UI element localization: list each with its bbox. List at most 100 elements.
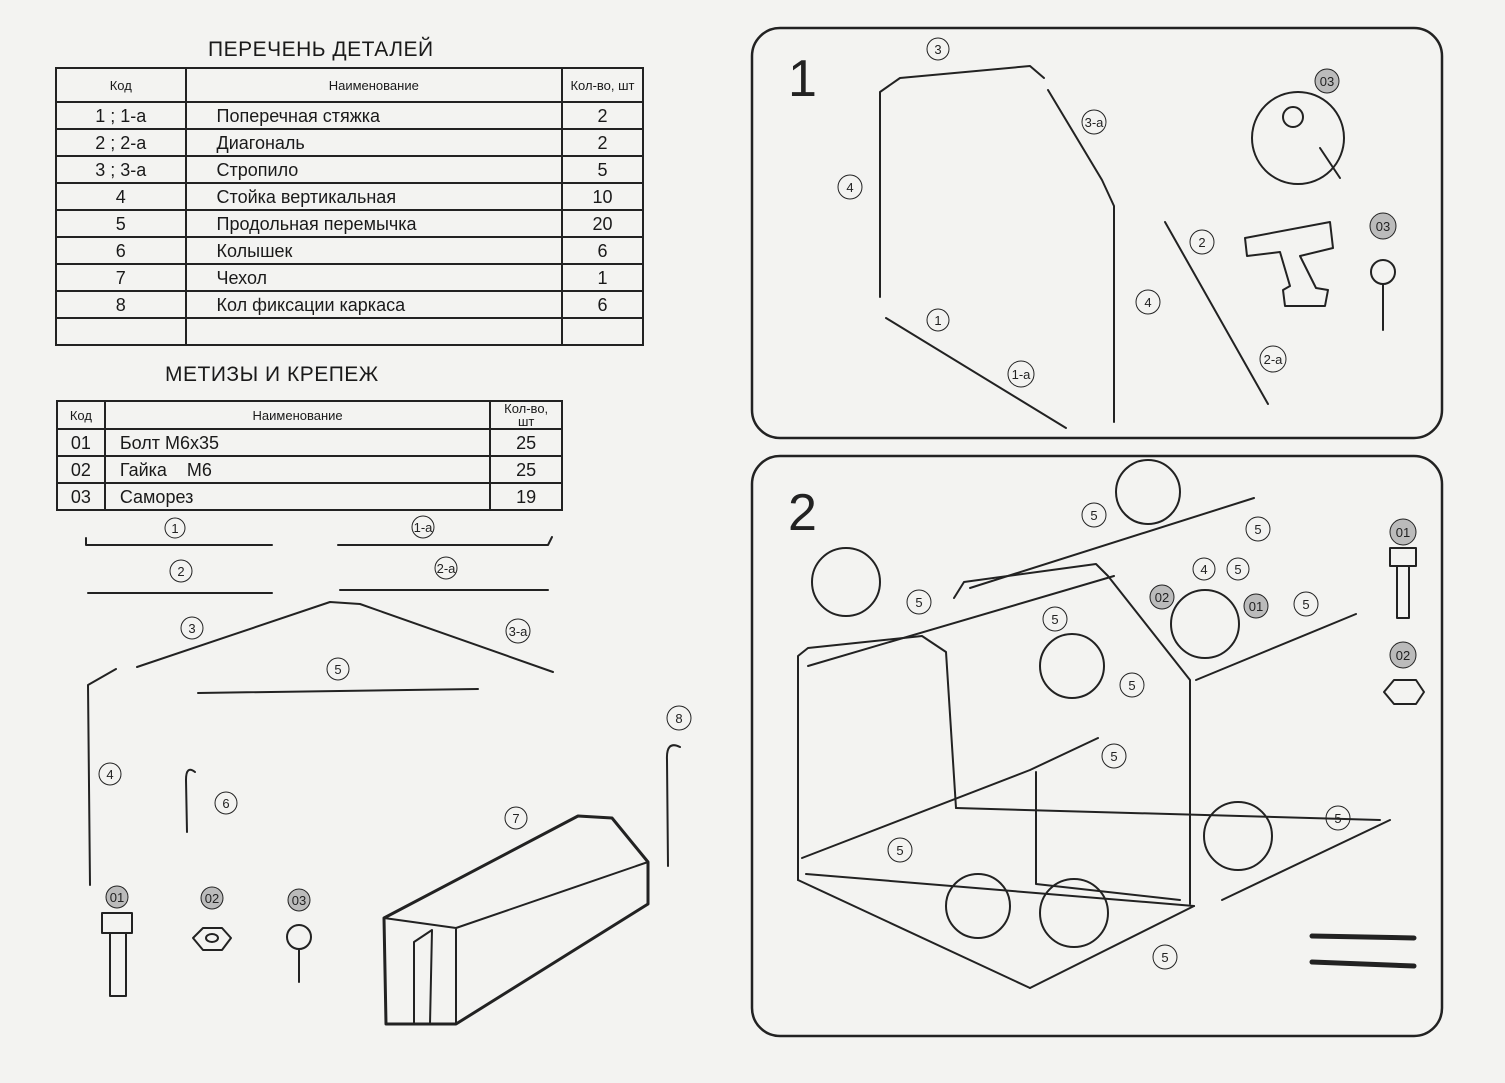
step2-label-4: 4 — [1200, 562, 1207, 577]
hardware-title: МЕТИЗЫ И КРЕПЕЖ — [165, 363, 379, 386]
part-name: Поперечная стяжка — [184, 101, 564, 130]
part-name: Стропило — [184, 155, 564, 184]
part-code: 6 — [55, 236, 187, 265]
step1-label-03: 03 — [1320, 74, 1334, 89]
label-h01: 01 — [110, 890, 124, 905]
hardware-qty: 19 — [489, 482, 563, 511]
part-4-drawing: 4 — [87, 668, 122, 886]
parts-header-name: Наименование — [184, 67, 564, 103]
hardware-name: Гайка М6 — [103, 455, 492, 484]
hardware-header-code: Код — [56, 400, 106, 430]
bolt-icon — [1389, 547, 1417, 619]
part-qty: 20 — [561, 209, 644, 238]
label-7: 7 — [512, 811, 519, 826]
bolt-01-drawing: 01 — [101, 885, 133, 997]
step2-label-02b: 02 — [1396, 648, 1410, 663]
screw-icon — [1370, 259, 1396, 331]
step1-label-1: 1 — [934, 313, 941, 328]
label-8: 8 — [675, 711, 682, 726]
hardware-qty: 25 — [489, 455, 563, 484]
part-code: 8 — [55, 290, 187, 319]
part-qty: 2 — [561, 128, 644, 157]
label-3: 3 — [188, 621, 195, 636]
step2-label-5c: 5 — [915, 595, 922, 610]
hardware-code: 03 — [56, 482, 106, 511]
part-qty: 6 — [561, 290, 644, 319]
drill-icon — [1244, 221, 1334, 307]
part-qty: 6 — [561, 236, 644, 265]
label-2a: 2-а — [437, 561, 457, 576]
label-5: 5 — [334, 662, 341, 677]
step1-label-4b: 4 — [1144, 295, 1151, 310]
step-1-number: 1 — [788, 50, 817, 108]
part-5-drawing: 5 — [197, 657, 479, 694]
label-2: 2 — [177, 564, 184, 579]
step2-label-5h: 5 — [896, 843, 903, 858]
part-code: 3 ; 3-а — [55, 155, 187, 184]
wrench-icon — [1309, 933, 1417, 969]
step2-label-01: 01 — [1249, 599, 1263, 614]
step1-label-1a: 1-а — [1012, 367, 1032, 382]
step-1-panel — [750, 26, 1444, 440]
part-code: 1 ; 1-а — [55, 101, 187, 130]
part-name: Чехол — [184, 263, 564, 292]
step2-label-02: 02 — [1155, 590, 1169, 605]
step-2-drawing: 5 5 5 5 5 5 5 5 5 5 5 4 02 01 01 02 — [797, 459, 1425, 989]
part-qty: 2 — [561, 101, 644, 130]
part-name: Диагональ — [184, 128, 564, 157]
label-h03: 03 — [292, 893, 306, 908]
label-4: 4 — [106, 767, 113, 782]
hardware-code: 01 — [56, 428, 106, 457]
label-3a: 3-а — [509, 624, 529, 639]
part-8-drawing: 8 — [665, 705, 692, 867]
table-row — [55, 317, 644, 346]
part-name: Стойка вертикальная — [184, 182, 564, 211]
part-code: 2 ; 2-а — [55, 128, 187, 157]
part-code: 5 — [55, 209, 187, 238]
step2-label-5j: 5 — [1161, 950, 1168, 965]
part-qty: 1 — [561, 263, 644, 292]
step-2-number: 2 — [788, 484, 817, 542]
step-2-panel — [750, 454, 1444, 1038]
step2-label-5g: 5 — [1110, 749, 1117, 764]
hardware-qty: 25 — [489, 428, 563, 457]
label-1a: 1-а — [414, 520, 434, 535]
screw-03-drawing: 03 — [286, 888, 312, 983]
part-qty: 5 — [561, 155, 644, 184]
step2-label-5b: 5 — [1254, 522, 1261, 537]
label-1: 1 — [171, 521, 178, 536]
part-name: Колышек — [184, 236, 564, 265]
step1-label-3: 3 — [934, 42, 941, 57]
label-h02: 02 — [205, 891, 219, 906]
hardware-name: Саморез — [103, 482, 492, 511]
step1-label-4: 4 — [846, 180, 853, 195]
step2-label-5a: 5 — [1090, 508, 1097, 523]
step1-label-2: 2 — [1198, 235, 1205, 250]
part-name: Продольная перемычка — [184, 209, 564, 238]
parts-header-code: Код — [55, 67, 187, 103]
cover-7-drawing: 7 — [382, 806, 650, 1026]
step1-label-3a: 3-а — [1085, 115, 1105, 130]
part-code: 4 — [55, 182, 187, 211]
step2-label-5k: 5 — [1234, 562, 1241, 577]
parts-header-qty: Кол-во, шт — [561, 67, 644, 103]
hardware-name: Болт М6х35 — [103, 428, 492, 457]
part-code: 7 — [55, 263, 187, 292]
parts-title: ПЕРЕЧЕНЬ ДЕТАЛЕЙ — [208, 38, 434, 61]
part-2-drawing: 2 — [87, 559, 273, 594]
part-name: Кол фиксации каркаса — [184, 290, 564, 319]
part-6-drawing: 6 — [185, 768, 238, 833]
